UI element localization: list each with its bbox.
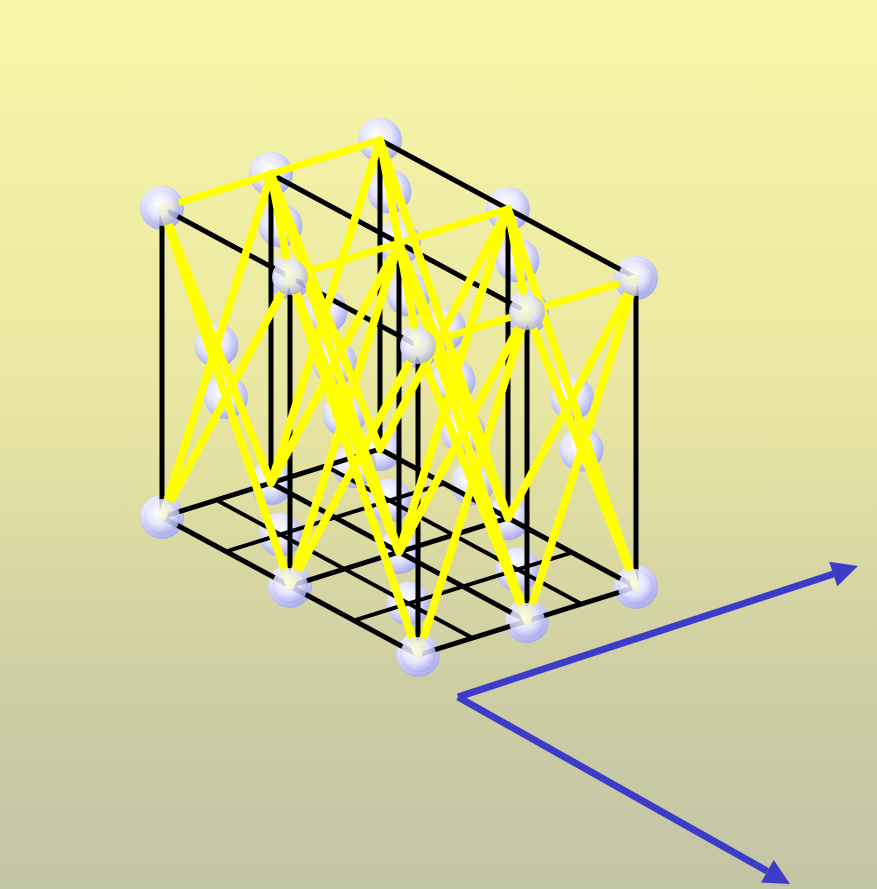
sphere-icon	[272, 259, 308, 295]
cube-edge	[505, 206, 639, 281]
sphere-icon	[400, 328, 436, 364]
sphere-icon	[144, 499, 180, 535]
sphere-icon	[144, 190, 180, 226]
diagonal-bond	[376, 136, 403, 247]
cube-edge	[461, 550, 574, 589]
axis-arrows-layer	[144, 190, 858, 884]
sphere-icon	[509, 294, 545, 330]
sphere-icon	[400, 637, 436, 673]
cube-edge	[352, 584, 465, 623]
arrow-icon	[456, 561, 858, 701]
diagonal-bond	[267, 239, 403, 487]
diagonal-bond	[158, 273, 294, 521]
sphere-icon	[509, 603, 545, 639]
diagonal-bond	[376, 205, 512, 453]
diagonal-bond	[395, 308, 531, 556]
diagonal-bond	[286, 342, 422, 590]
diagonal-bond	[158, 136, 384, 212]
sphere-icon	[618, 260, 654, 296]
arrow-icon	[456, 693, 790, 884]
cube-edge	[224, 515, 337, 554]
sphere-icon	[272, 568, 308, 604]
cube-edge	[377, 137, 511, 212]
sphere-icon	[618, 569, 654, 605]
diagonal-bond	[504, 274, 640, 522]
cube-edge	[333, 481, 446, 520]
diagonal-bond	[286, 205, 512, 281]
